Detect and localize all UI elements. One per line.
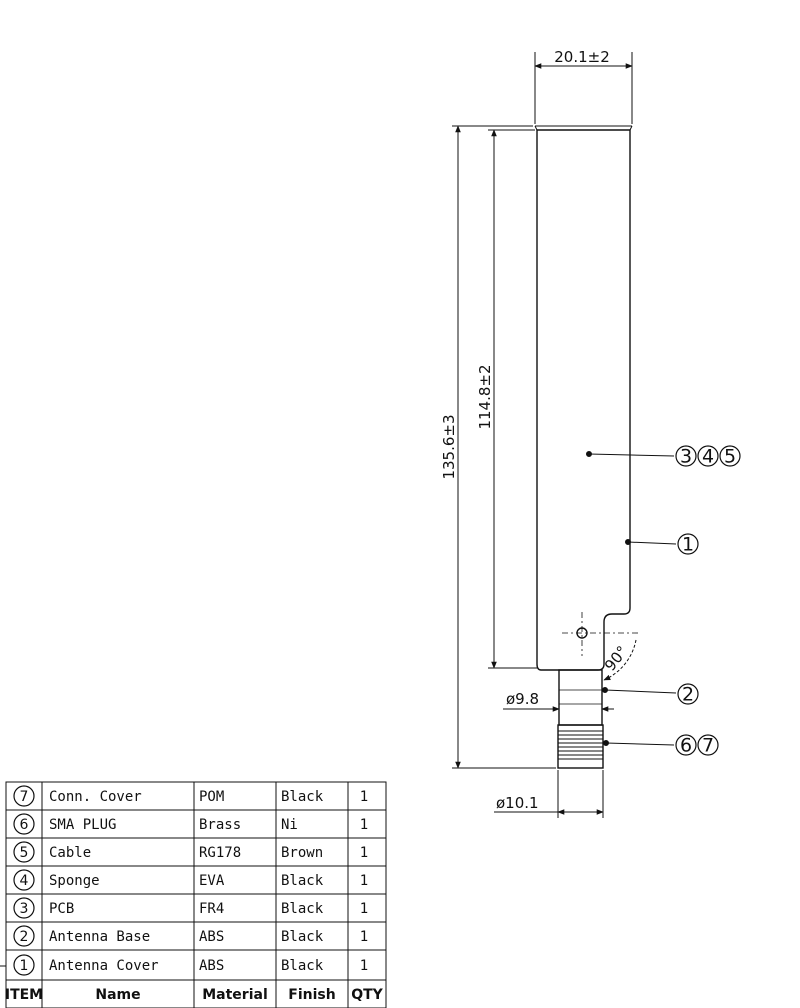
- svg-text:Black: Black: [281, 873, 324, 889]
- svg-text:4: 4: [20, 873, 29, 889]
- antenna-body: [534, 125, 633, 769]
- svg-text:6: 6: [680, 735, 692, 757]
- width-dimension: [534, 52, 633, 124]
- plug-diameter-label: ø10.1: [496, 794, 539, 812]
- svg-text:Black: Black: [281, 901, 324, 917]
- svg-text:2: 2: [20, 929, 29, 945]
- svg-text:1: 1: [360, 817, 368, 833]
- bom-grid: [0, 781, 387, 1008]
- antenna-cover-outline: [536, 129, 631, 671]
- svg-text:5: 5: [724, 446, 736, 468]
- svg-text:3: 3: [680, 446, 692, 468]
- svg-text:Black: Black: [281, 929, 324, 945]
- angle-label: 90°: [601, 642, 632, 674]
- svg-text:ABS: ABS: [199, 958, 224, 974]
- bom-row: 5 Cable RG178 Brown 1: [20, 845, 369, 861]
- radiator-length-label: 114.8±2: [476, 364, 494, 429]
- overall-length-label: 135.6±3: [440, 414, 458, 479]
- svg-text:Cable: Cable: [49, 845, 91, 861]
- bom-row: 3 PCB FR4 Black 1: [20, 901, 369, 917]
- callout-group-radiator: 3 4 5: [675, 445, 741, 468]
- svg-text:Sponge: Sponge: [49, 873, 100, 889]
- svg-text:6: 6: [20, 817, 29, 833]
- bom-row: 2 Antenna Base ABS Black 1: [20, 929, 369, 945]
- svg-text:PCB: PCB: [49, 901, 74, 917]
- svg-text:Black: Black: [281, 789, 324, 805]
- bom-header-item: ITEM: [5, 987, 43, 1003]
- angle-arc: [603, 639, 637, 681]
- radiator-length-dimension: [488, 129, 537, 669]
- sma-knurl: [558, 730, 603, 760]
- svg-text:FR4: FR4: [199, 901, 224, 917]
- svg-text:5: 5: [20, 845, 29, 861]
- svg-text:7: 7: [702, 735, 714, 757]
- svg-text:Brass: Brass: [199, 817, 241, 833]
- bom-header-finish: Finish: [288, 987, 335, 1003]
- bom-row: 6 SMA PLUG Brass Ni 1: [20, 817, 369, 833]
- svg-text:1: 1: [360, 958, 368, 974]
- bom-table: 7 Conn. Cover POM Black 1 6 SMA PLUG Bra…: [0, 781, 387, 1008]
- bom-item-circles: [13, 785, 35, 976]
- svg-text:7: 7: [20, 789, 29, 805]
- bom-row: 4 Sponge EVA Black 1: [20, 873, 369, 889]
- overall-length-dimension: [452, 125, 556, 769]
- bom-header-material: Material: [202, 987, 268, 1003]
- callout-leaders: [586, 451, 677, 746]
- svg-text:POM: POM: [199, 789, 224, 805]
- svg-text:4: 4: [702, 446, 714, 468]
- svg-text:1: 1: [360, 901, 368, 917]
- svg-text:1: 1: [682, 534, 694, 556]
- callout-group-plug: 6 7: [675, 734, 719, 757]
- svg-text:1: 1: [20, 958, 29, 974]
- svg-text:ABS: ABS: [199, 929, 224, 945]
- svg-text:EVA: EVA: [199, 873, 225, 889]
- svg-text:1: 1: [360, 845, 368, 861]
- plug-diameter-dimension: [494, 770, 604, 818]
- svg-text:2: 2: [682, 684, 694, 706]
- antenna-base-outline: [558, 669, 603, 726]
- bom-header-name: Name: [95, 987, 140, 1003]
- centerlines: [562, 612, 640, 656]
- callout-group-cover: 1: [677, 533, 699, 556]
- svg-text:Black: Black: [281, 958, 324, 974]
- svg-text:1: 1: [360, 873, 368, 889]
- svg-text:Conn. Cover: Conn. Cover: [49, 789, 142, 805]
- callout-group-base: 2: [677, 683, 699, 706]
- svg-text:RG178: RG178: [199, 845, 241, 861]
- width-dimension-label: 20.1±2: [554, 48, 610, 66]
- bom-row: 1 Antenna Cover ABS Black 1: [20, 958, 369, 974]
- svg-text:3: 3: [20, 901, 29, 917]
- bom-row: 7 Conn. Cover POM Black 1: [20, 789, 369, 805]
- svg-text:Antenna Base: Antenna Base: [49, 929, 150, 945]
- svg-text:Brown: Brown: [281, 845, 323, 861]
- svg-text:1: 1: [360, 929, 368, 945]
- svg-text:Antenna Cover: Antenna Cover: [49, 958, 159, 974]
- svg-text:1: 1: [360, 789, 368, 805]
- svg-text:Ni: Ni: [281, 817, 298, 833]
- svg-text:SMA PLUG: SMA PLUG: [49, 817, 116, 833]
- bom-header-row: ITEM Name Material Finish QTY: [5, 987, 384, 1003]
- base-diameter-label: ø9.8: [506, 690, 539, 708]
- bom-header-qty: QTY: [351, 987, 383, 1003]
